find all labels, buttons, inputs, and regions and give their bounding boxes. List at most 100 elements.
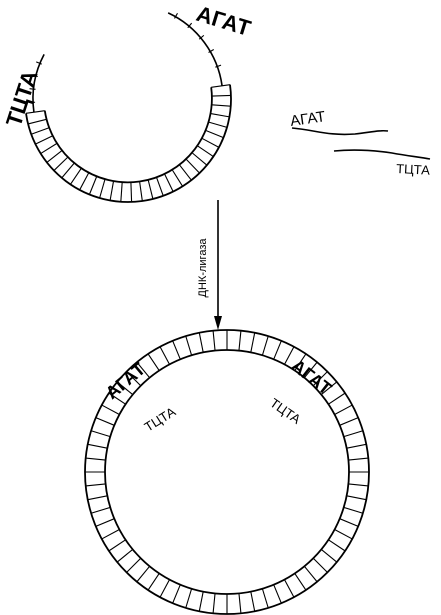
ring-segment-divider [156, 177, 164, 196]
ring-segment-divider [139, 182, 143, 202]
ring-segment-divider [126, 371, 142, 387]
ring-segment-divider [250, 332, 256, 353]
left-sticky-end-strand [32, 54, 45, 113]
ring-segment-divider [198, 332, 204, 353]
ring-segment-divider [99, 179, 106, 199]
ring-segment-divider [90, 430, 111, 438]
ring-segment-divider [85, 483, 106, 487]
ring-segment-divider [303, 565, 318, 583]
ring-segment-divider [284, 579, 295, 598]
recombinant-ring-ladder [84, 329, 370, 615]
ring-segment-divider [198, 591, 204, 612]
sticky-end-notch [29, 88, 36, 90]
open-plasmid-ring [25, 12, 232, 203]
ring-segment-divider [334, 404, 353, 415]
ring-segment-divider [339, 518, 359, 527]
ring-segment-divider [250, 591, 256, 612]
ring-segment-divider [212, 593, 216, 614]
ring-segment-divider [126, 557, 142, 573]
ring-segment-divider [210, 113, 230, 118]
sticky-end-notch [198, 34, 205, 40]
ring-segment-divider [90, 506, 111, 514]
ring-segment-divider [46, 150, 63, 163]
ring-segment-divider [343, 430, 364, 438]
ring-segment-divider [346, 443, 367, 449]
sticky-end-notch [208, 49, 215, 53]
ring-segment-divider [172, 169, 184, 187]
ring-segment-divider [261, 335, 269, 356]
ring-segment-divider [116, 548, 134, 563]
ring-segment-divider [211, 84, 231, 88]
ring-segment-divider [61, 162, 75, 179]
ring-segment-divider [212, 330, 216, 351]
ring-segment-divider [201, 137, 220, 148]
ring-segment-divider [69, 168, 82, 185]
ring-segment-divider [211, 94, 231, 97]
junction-left-outer-label: АГАТ [102, 359, 149, 403]
ring-segment-divider [273, 340, 282, 360]
fragment-upper-label: АГАТ [289, 108, 326, 130]
ring-segment-divider [95, 518, 115, 527]
enzyme-label: ДНК-лигаза [197, 238, 209, 298]
ring-segment-divider [284, 346, 295, 365]
ring-segment-divider [339, 417, 359, 426]
sticky-end-notch [31, 74, 38, 78]
ring-segment-divider [85, 457, 106, 461]
ring-segment-divider [294, 573, 307, 591]
junction-right-outer-label: АГАТ [288, 355, 336, 399]
ring-segment-divider [27, 118, 47, 125]
ring-segment-divider [108, 392, 126, 405]
sticky-end-notch [36, 61, 42, 65]
ring-segment-divider [87, 443, 108, 449]
ring-segment-divider [159, 579, 170, 598]
ring-segment-divider [35, 135, 53, 145]
ring-segment-divider [40, 143, 58, 155]
ring-segment-divider [185, 588, 193, 609]
ring-segment-divider [312, 371, 328, 387]
ring-segment-divider [130, 182, 133, 202]
junction-right-inner-label: ТЦТА [267, 395, 304, 427]
ring-segment-divider [197, 145, 214, 158]
open-ring-left-end-label: ТЦТА [1, 67, 43, 129]
insert-fragment [291, 127, 431, 160]
ring-segment-divider [147, 180, 154, 200]
fragment-lower-strand [333, 149, 431, 160]
right-sticky-end-strand [167, 12, 223, 86]
open-ring-right-end-label: АГАТ [194, 1, 255, 41]
ligation-arrow [214, 200, 222, 330]
sticky-end-notch [215, 64, 222, 68]
junction-left-inner-label: ТЦТА [142, 404, 179, 435]
ring-segment-divider [147, 353, 160, 371]
ring-segment-divider [179, 164, 192, 181]
ring-segment-divider [87, 495, 108, 501]
ring-segment-divider [348, 457, 369, 461]
ring-segment-divider [79, 172, 90, 191]
ring-segment-divider [136, 361, 151, 379]
ring-segment-divider [294, 353, 307, 371]
ring-segment-divider [334, 529, 353, 540]
ring-segment-divider [328, 392, 346, 405]
ring-segment-divider [328, 539, 346, 552]
ring-segment-divider [109, 181, 114, 201]
ring-segment-divider [348, 483, 369, 487]
ring-segment-divider [320, 381, 338, 396]
ring-segment-divider [343, 506, 364, 514]
ring-segment-divider [208, 121, 228, 128]
ring-segment-divider [136, 565, 151, 583]
ring-segment-divider [88, 176, 98, 195]
ring-segment-divider [116, 381, 134, 396]
ring-segment-divider [159, 346, 170, 365]
recombinant-plasmid-ring [84, 329, 370, 615]
ring-segment-divider [273, 584, 282, 604]
ring-segment-divider [25, 110, 45, 114]
ring-segment-divider [95, 417, 115, 426]
ring-segment-divider [238, 593, 242, 614]
open-ring-sticky-strand [29, 12, 223, 113]
ring-segment-divider [238, 330, 242, 351]
fragment-upper-strand [291, 127, 389, 136]
ring-segment-divider [185, 159, 200, 174]
fragment-lower-label: ТЦТА [396, 161, 431, 178]
sticky-end-notch [187, 22, 193, 29]
ring-segment-divider [205, 129, 224, 139]
